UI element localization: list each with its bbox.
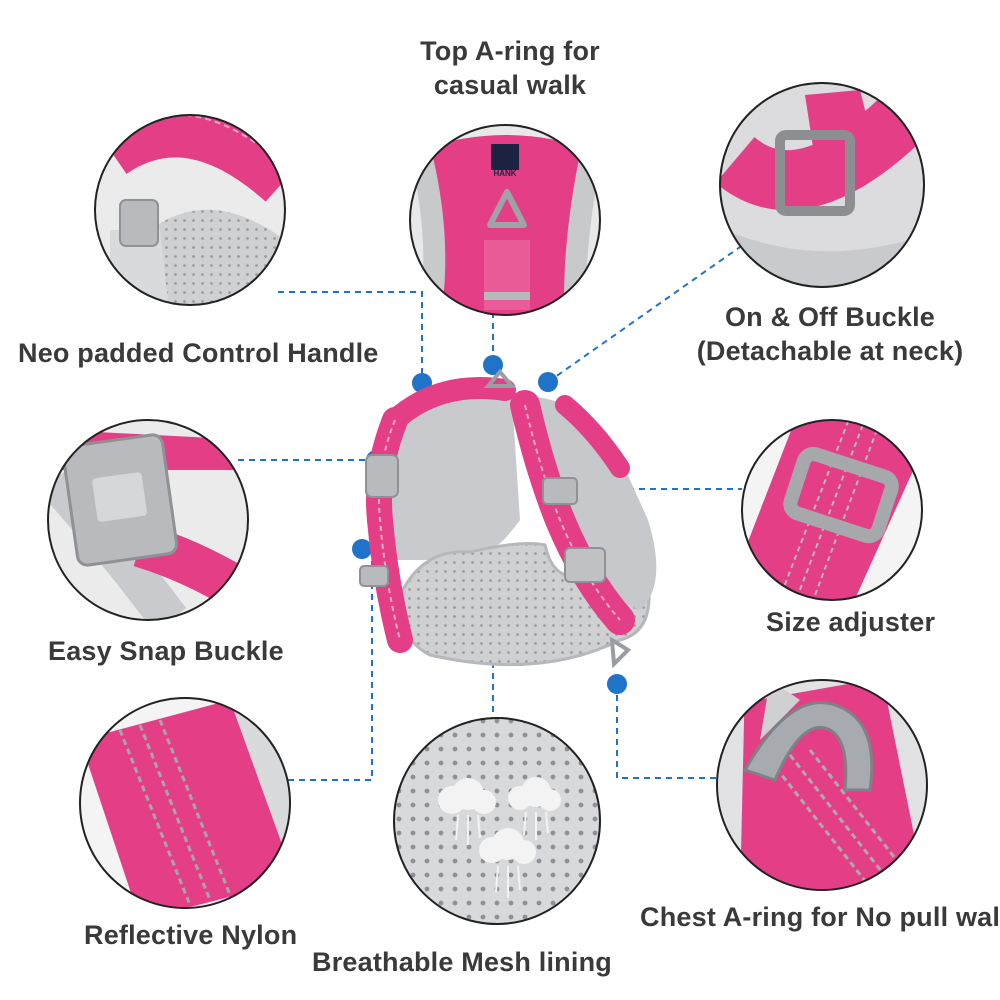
detail-mesh-lining xyxy=(393,717,601,925)
detail-chest-aring xyxy=(716,679,928,891)
label-top-aring-line2: casual walk xyxy=(433,70,587,100)
detail-control-handle xyxy=(94,114,286,306)
label-onoff-buckle: On & Off Buckle (Detachable at neck) xyxy=(680,300,980,368)
detail-top-aring: HANK xyxy=(409,124,601,316)
label-mesh-lining: Breathable Mesh lining xyxy=(312,947,612,977)
label-onoff-buckle-line1: On & Off Buckle xyxy=(724,302,936,332)
label-top-aring-line1: Top A-ring for xyxy=(420,36,600,66)
detail-size-adjuster xyxy=(741,419,923,601)
label-reflective-nylon: Reflective Nylon xyxy=(84,920,298,950)
label-size-adjuster: Size adjuster xyxy=(766,607,936,637)
detail-onoff-buckle xyxy=(719,82,925,288)
label-snap-buckle: Easy Snap Buckle xyxy=(48,636,284,666)
detail-snap-buckle xyxy=(47,419,249,621)
label-chest-aring: Chest A-ring for No pull walk xyxy=(640,902,1000,932)
label-top-aring: Top A-ring for casual walk xyxy=(410,34,610,102)
label-onoff-buckle-line2: (Detachable at neck) xyxy=(696,336,964,366)
detail-reflective-nylon xyxy=(79,697,291,909)
brand-logo: HANK xyxy=(493,169,516,178)
cloud-icon xyxy=(438,777,561,864)
harness-main xyxy=(359,368,657,669)
label-control-handle: Neo padded Control Handle xyxy=(18,338,379,368)
